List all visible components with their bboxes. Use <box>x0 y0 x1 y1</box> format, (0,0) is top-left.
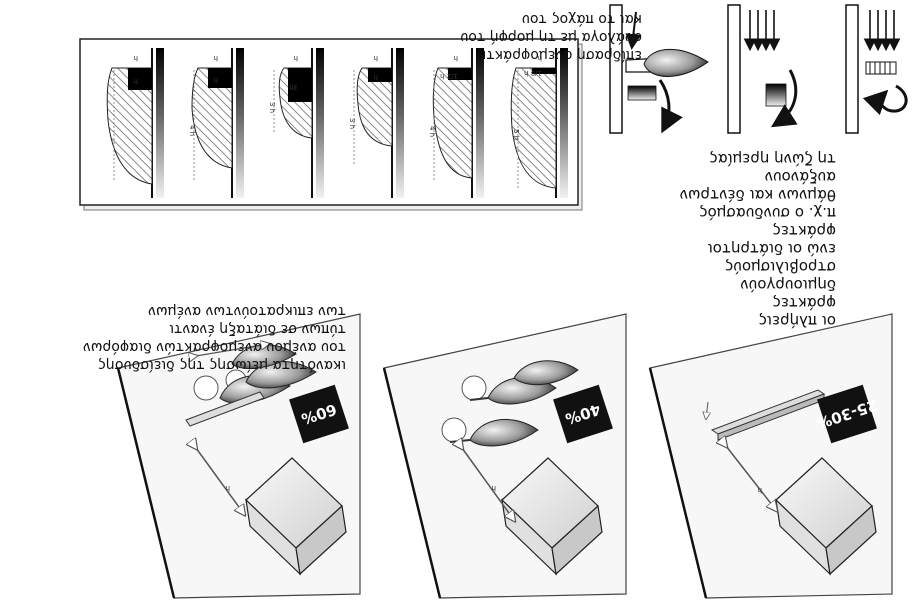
caption-effectiveness-line: τύπων σε διάταξη έναντι <box>169 321 346 337</box>
caption-fence-types-line: αυξάνουν <box>764 168 836 186</box>
porous-fence-diagram <box>727 4 798 134</box>
caption-fence-types-line: π.χ. ο συνδυασμός <box>698 204 836 222</box>
profile-barrier-label: 1/8 h <box>524 69 542 77</box>
scene-c-dim-label: h <box>226 484 230 492</box>
scene-shrub-barrier: 40% h <box>382 313 627 599</box>
scene-b-dim-label: h <box>492 484 496 492</box>
scene-a-dim-label: h <box>758 486 762 494</box>
solid-fence-slats <box>865 61 897 75</box>
profile-span-label: 4 h <box>428 126 436 137</box>
caption-profiles-line: και το πάχος του <box>521 11 642 27</box>
caption-effectiveness-line: του ανέμου ανεμοφρακτών διαφόρων <box>82 339 346 355</box>
caption-profiles-line: ανάλογα με τη μορφή του <box>460 29 642 45</box>
profile-row: 1/8 h h 5 h <box>510 48 568 198</box>
caption-fence-types-line: φράκτες <box>771 294 836 312</box>
caption-profiles: επίδραση ανεμοφράκτη ανάλογα με τη μορφή … <box>412 6 642 64</box>
caption-effectiveness: ικανότητα μείωσης της διείσδυσης του ανέμ… <box>28 298 346 374</box>
profile-shelter-zone <box>510 67 557 189</box>
scene-c-house <box>245 457 347 576</box>
badge-scene-b: 40% <box>553 384 613 444</box>
caption-fence-types-line: θάμνων και δέντρων <box>679 186 836 204</box>
profile-span-label: 4 h <box>188 125 196 136</box>
profile-barrier-block <box>368 68 392 82</box>
profile-height-label: h <box>214 54 218 62</box>
profile-gradient-strip <box>316 48 324 198</box>
profile-span-label: 3 h <box>348 118 356 129</box>
profile-gradient-strip <box>396 48 404 198</box>
profile-height-label: h <box>294 54 298 62</box>
profile-height-label: h <box>538 54 542 62</box>
profile-span-label: 3 h <box>268 102 276 113</box>
profile-shelter-zone <box>356 67 393 147</box>
profile-barrier-label: 3h <box>289 83 298 91</box>
profile-gradient-strip <box>156 48 164 198</box>
scene-a-house <box>775 457 877 576</box>
badge-scene-a: 25-30% <box>814 384 880 444</box>
profile-height-label: h <box>374 54 378 62</box>
profile-height-label: h <box>454 54 458 62</box>
profile-barrier-label: h <box>374 73 378 81</box>
profile-row: hh <box>106 48 164 198</box>
solid-fence-diagram <box>845 4 908 134</box>
profile-gradient-strip <box>236 48 244 198</box>
caption-fence-types-line: δημιουργούν <box>740 276 836 294</box>
caption-effectiveness-line: ικανότητα μείωσης της διείσδυσης <box>97 357 346 373</box>
profile-barrier-block <box>532 68 556 74</box>
caption-effectiveness-line: των επικρατούντων ανέμων <box>148 303 346 319</box>
profile-span-label: 5 h <box>512 129 520 140</box>
caption-fence-types-line: ενώ οι διάτρητοι <box>707 240 836 258</box>
profile-gradient-strip <box>560 48 568 198</box>
profile-barrier-block <box>288 68 312 102</box>
profile-barrier-block <box>448 68 472 80</box>
profile-barrier-label: h <box>214 76 218 84</box>
profile-row: h h 4 h <box>188 48 244 198</box>
profile-barrier-label: h <box>134 77 138 85</box>
profile-barrier-block <box>128 68 152 90</box>
profile-row: h h 3 h <box>348 48 404 198</box>
caption-fence-types-line: οι πλήρεις <box>758 312 836 330</box>
perspective-scenes: 25-30% h <box>116 313 893 599</box>
caption-fence-types-line: στροβιλισμούς <box>724 258 836 276</box>
caption-profiles-line: επίδραση ανεμοφράκτη <box>477 47 642 63</box>
profile-shelter-zone <box>106 67 153 185</box>
badge-scene-c: 60% <box>289 384 349 444</box>
caption-fence-types-line: τη ζώνη ηρεμίας <box>708 150 836 168</box>
profile-row: 3h h 3 h <box>268 48 324 198</box>
profile-height-label: h <box>134 54 138 62</box>
profile-gradient-strip <box>476 48 484 198</box>
profile-row: 1/2 h h 4 h <box>428 48 484 198</box>
profile-barrier-label: 1/2 h <box>440 72 458 80</box>
scene-low-barrier: 25-30% h <box>648 313 893 599</box>
profile-barrier-block <box>208 68 232 88</box>
profile-shelter-zone <box>191 67 233 169</box>
wind-flow-diagrams <box>609 4 908 134</box>
caption-fence-types-line: φράκτες <box>771 222 836 240</box>
tree-windbreak-diagram <box>609 4 709 134</box>
scene-tree-barrier: 60% h <box>116 313 361 599</box>
